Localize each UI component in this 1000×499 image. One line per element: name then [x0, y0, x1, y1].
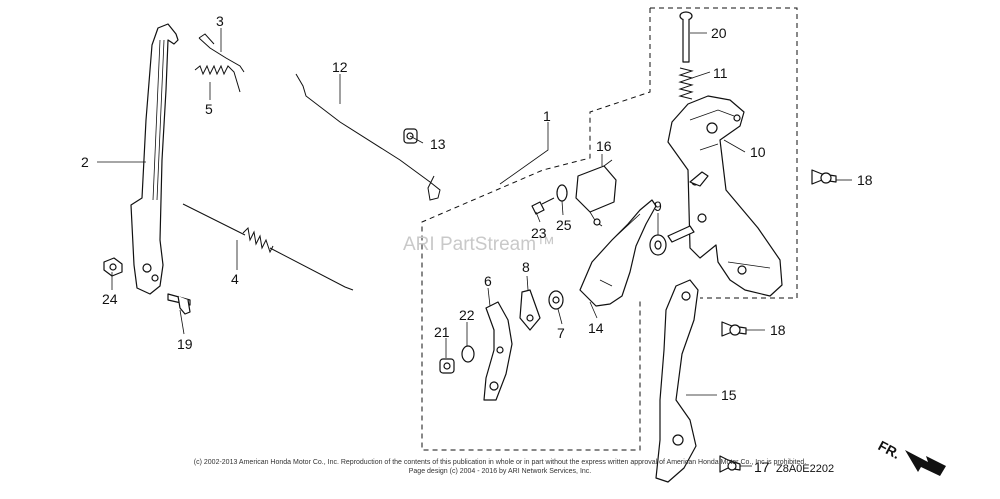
part-9-washer[interactable] [649, 225, 695, 256]
part-17-bolt[interactable] [719, 455, 741, 473]
part-25-washer[interactable] [556, 184, 568, 202]
part-7-washer[interactable] [548, 290, 564, 310]
callout-10: 10 [750, 144, 766, 160]
callout-4: 4 [231, 271, 239, 287]
callout-13: 13 [430, 136, 446, 152]
copyright-line-1: (c) 2002-2013 American Honda Motor Co., … [193, 459, 807, 466]
callout-1: 1 [543, 108, 551, 124]
part-20-screw[interactable] [679, 11, 693, 63]
part-10-bracket[interactable] [667, 95, 783, 297]
callout-25: 25 [556, 217, 572, 233]
callout-21: 21 [434, 324, 450, 340]
assembly-outline [421, 7, 798, 451]
callout-14: 14 [588, 320, 604, 336]
callout-17: 17 [754, 459, 770, 475]
callout-16: 16 [596, 138, 612, 154]
callout-9: 9 [654, 198, 662, 214]
callout-labels: 3 5 12 13 2 4 24 19 20 11 1 10 18 16 25 … [81, 13, 873, 475]
part-5-spring[interactable] [194, 64, 241, 93]
callout-24: 24 [102, 291, 118, 307]
part-22-washer[interactable] [461, 345, 475, 363]
part-18-bolt-upper[interactable] [811, 169, 837, 185]
part-24-nut[interactable] [103, 257, 123, 277]
callout-23: 23 [531, 225, 547, 241]
callout-8: 8 [522, 259, 530, 275]
part-3-spring-wire[interactable] [198, 33, 245, 73]
callout-7: 7 [557, 325, 565, 341]
part-21-nut[interactable] [439, 358, 455, 374]
part-12-rod[interactable] [295, 73, 441, 201]
callout-20: 20 [711, 25, 727, 41]
callout-6: 6 [484, 273, 492, 289]
callout-15: 15 [721, 387, 737, 403]
part-2-lever-arm[interactable] [130, 23, 179, 295]
part-23-screw[interactable] [531, 197, 555, 215]
part-11-spring[interactable] [678, 67, 694, 100]
watermark: ARI PartStream™ [403, 234, 555, 255]
callout-18-lower: 18 [770, 322, 786, 338]
part-4-spring-rod[interactable] [182, 203, 354, 291]
callout-12: 12 [332, 59, 348, 75]
part-19-bolt[interactable] [167, 293, 191, 315]
part-8-link[interactable] [519, 289, 541, 331]
callout-19: 19 [177, 336, 193, 352]
part-18-bolt-lower[interactable] [721, 321, 747, 337]
callout-3: 3 [216, 13, 224, 29]
part-15-handle[interactable] [655, 279, 699, 483]
callout-11: 11 [713, 65, 728, 81]
callout-2: 2 [81, 154, 89, 170]
callout-18-upper: 18 [857, 172, 873, 188]
leader-lines [97, 28, 852, 467]
callout-22: 22 [459, 307, 475, 323]
part-14-control-plate[interactable] [579, 199, 657, 307]
copyright-line-2: Page design (c) 2004 - 2016 by ARI Netwo… [408, 468, 592, 475]
callout-5: 5 [205, 101, 213, 117]
diagram-code: Z8A0E2202 [776, 463, 834, 475]
part-16-switch[interactable] [575, 159, 617, 227]
part-6-lever[interactable] [483, 301, 513, 401]
